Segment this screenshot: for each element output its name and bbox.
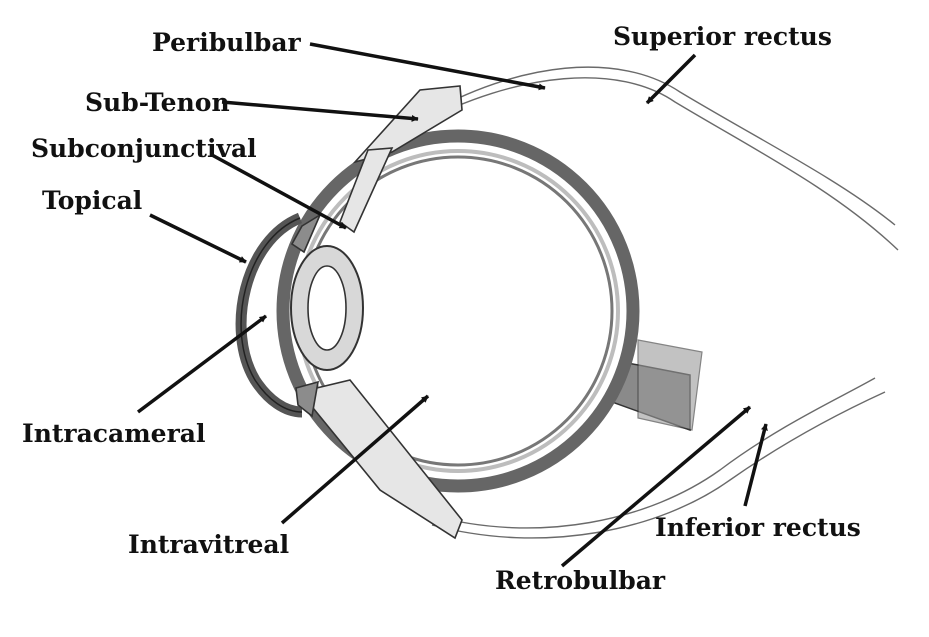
label-subconjunctival: Subconjunctival (31, 134, 257, 163)
optic-nerve (611, 339, 703, 432)
sub-tenon-arrow (221, 100, 419, 122)
label-superior-rectus: Superior rectus (613, 22, 832, 51)
retrobulbar-arrow (560, 405, 752, 568)
label-intravitreal: Intravitreal (128, 530, 290, 559)
superior-rectus-arrow (645, 53, 697, 105)
superior-rectus-muscle (414, 66, 899, 251)
lens (290, 245, 364, 371)
intracameral-arrow (136, 314, 268, 414)
intravitreal-arrow (280, 394, 430, 525)
subconjunctival-arrow (211, 153, 347, 230)
label-inferior-rectus: Inferior rectus (655, 513, 861, 542)
label-peribulbar: Peribulbar (152, 28, 301, 57)
label-sub-tenon: Sub-Tenon (85, 88, 230, 117)
label-intracameral: Intracameral (22, 419, 206, 448)
peribulbar-arrow (309, 42, 546, 91)
topical-arrow (149, 213, 247, 264)
inferior-rectus-muscle (429, 377, 886, 539)
label-topical: Topical (42, 186, 143, 215)
label-arrows (136, 42, 768, 568)
label-retrobulbar: Retrobulbar (495, 566, 666, 595)
inferior-rectus-arrow (743, 423, 768, 507)
conjunctival-flaps (290, 85, 463, 540)
